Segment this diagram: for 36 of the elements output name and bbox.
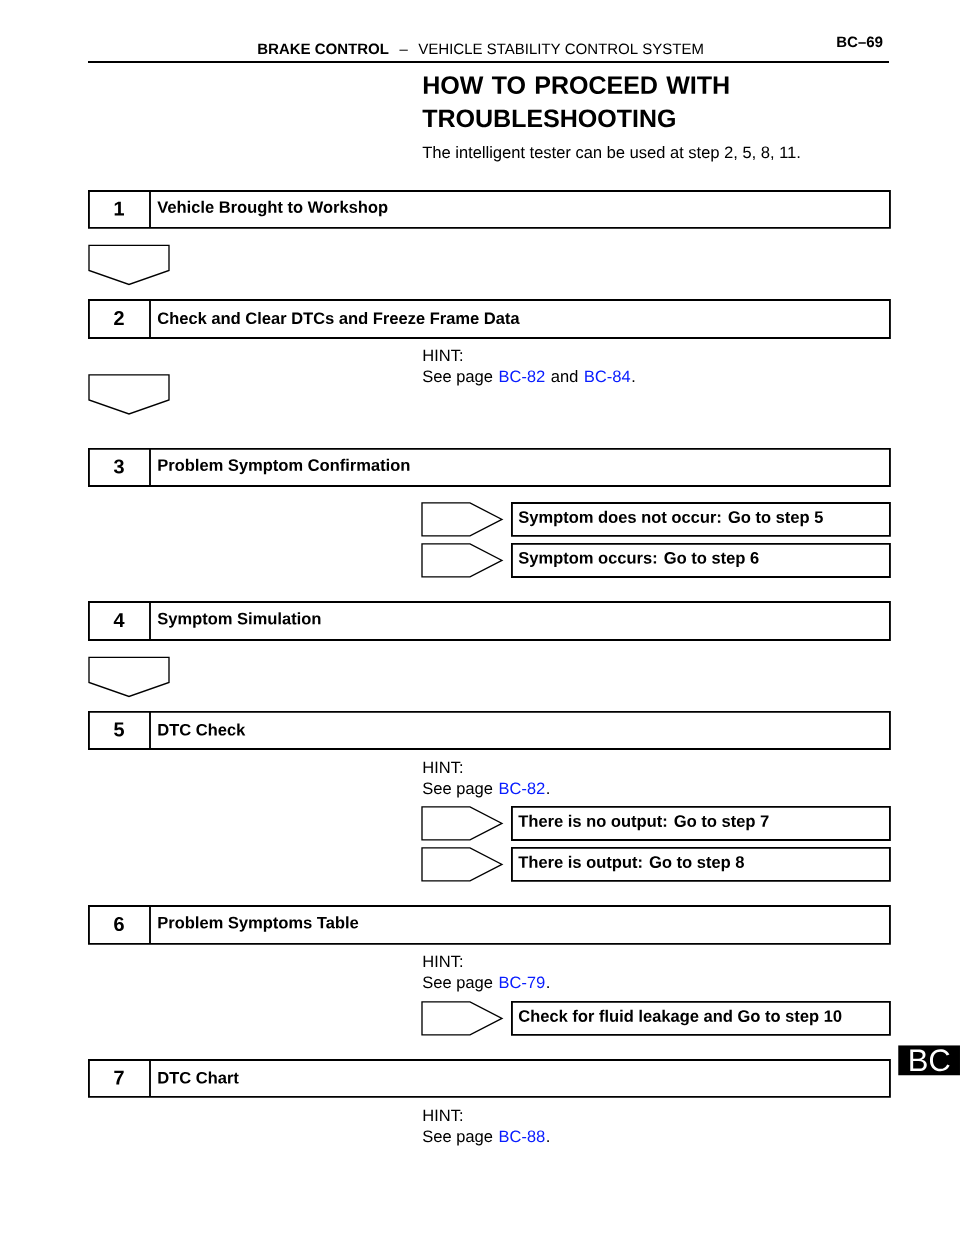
step-box: 1 Vehicle Brought to Workshop	[88, 189, 891, 229]
body-text: .	[547, 986, 549, 988]
body-text: See page	[423, 976, 493, 992]
arrow	[88, 374, 170, 415]
body-text: See page	[423, 782, 493, 798]
page-link: BC-88	[499, 1130, 545, 1143]
body-text: The intelligent tester can be used at step 2, 5, 8, 11.	[422, 146, 800, 162]
body-text: .	[547, 1140, 549, 1142]
header-text: –	[399, 49, 408, 51]
step-box: 7 DTC Chart	[88, 1058, 891, 1098]
page-link: BC-79	[499, 976, 545, 989]
body-text: See page	[423, 370, 493, 386]
result-box: There is output: Go to step 8	[511, 847, 891, 882]
page-link: BC-82	[499, 370, 545, 383]
step-box: 6 Problem Symptoms Table	[88, 904, 891, 945]
arrow	[88, 244, 170, 286]
step-box: 2 Check and Clear DTCs and Freeze Frame Data	[88, 298, 891, 339]
step-box: 5 DTC Check	[88, 710, 891, 750]
heading: HOW TO PROCEED WITH TROUBLESHOOTING	[422, 76, 729, 128]
body-text: and	[551, 370, 578, 383]
result-box: Symptom occurs: Go to step 6	[511, 543, 891, 578]
header-text: BC–69	[837, 36, 883, 48]
body-text: See page	[423, 1130, 493, 1146]
result-box: There is no output: Go to step 7	[511, 806, 891, 841]
header-text: BRAKE CONTROL	[258, 43, 389, 55]
body-text: .	[547, 792, 549, 794]
header-text: VEHICLE STABILITY CONTROL SYSTEM	[418, 43, 703, 55]
step-box: 3 Problem Symptom Confirmation	[88, 447, 891, 487]
body-text: .	[632, 380, 635, 382]
step-box: 4 Symptom Simulation	[88, 600, 891, 641]
section-tab: BC	[898, 1045, 960, 1076]
result-box: Symptom does not occur: Go to step 5	[511, 502, 891, 537]
page-link: BC-82	[499, 782, 545, 795]
page-link: BC-84	[585, 370, 631, 383]
arrow	[88, 656, 170, 698]
result-box: Check for fluid leakage and Go to step 10	[511, 1001, 891, 1036]
